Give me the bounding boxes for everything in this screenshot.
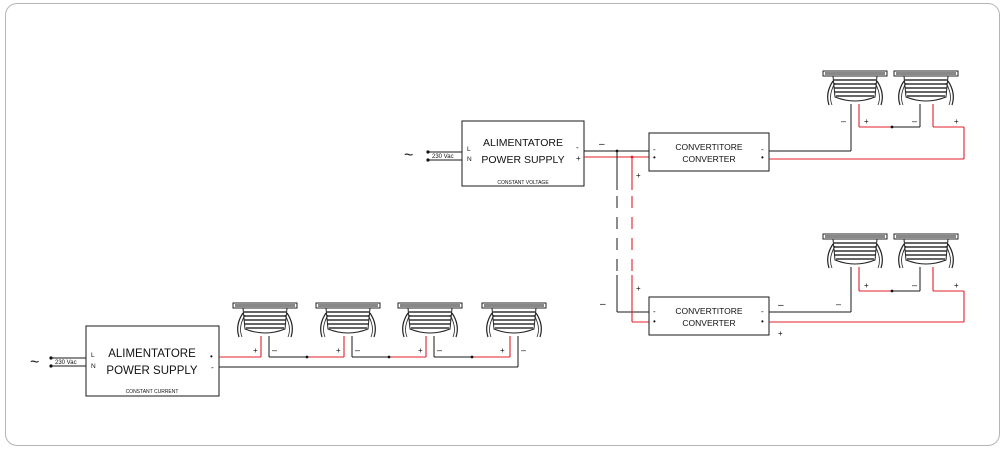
cv-subtitle: CONSTANT VOLTAGE — [497, 180, 549, 186]
cc-input-voltage: 230 Vac — [55, 360, 77, 366]
converter-1-in-minus: - — [653, 145, 656, 154]
converter-2-title-it: CONVERTITORE — [675, 306, 743, 316]
cc-title-it: ALIMENTATORE — [108, 348, 196, 360]
cc-title-en: POWER SUPPLY — [106, 365, 197, 377]
cc-l-terminal: L — [91, 352, 95, 359]
lamp-minus-label: – — [912, 280, 917, 290]
lamp-minus-label: – — [912, 116, 917, 126]
cv-minus-terminal: - — [576, 143, 579, 152]
lamp-minus-label: – — [521, 345, 526, 355]
lamp-icon — [822, 233, 888, 269]
ac-symbol-icon: ~ — [30, 354, 39, 371]
lamp-minus-label: – — [841, 116, 846, 126]
converter-1-in-plus: • — [653, 153, 656, 162]
converter-2-in-minus: - — [653, 307, 656, 316]
converter-2-title-en: CONVERTER — [682, 318, 735, 328]
converter-1: CONVERTITORE CONVERTER - • - • — [648, 132, 770, 172]
lamp-minus-label: – — [437, 345, 442, 355]
lamp-plus-label: + — [336, 346, 341, 355]
lamp-icon — [481, 302, 547, 338]
converter-1-title-en: CONVERTER — [682, 154, 735, 164]
diagram-frame — [5, 3, 1000, 446]
cv-plus-terminal: + — [576, 154, 581, 163]
lamp-icon — [822, 70, 888, 106]
cv-n-terminal: N — [467, 156, 472, 163]
cv-input-voltage: 230 Vac — [432, 154, 454, 160]
cv-mains-input: ~ 230 Vac — [404, 147, 462, 164]
lamp-plus-label: + — [253, 346, 258, 355]
cv-output-minus-label: – — [599, 139, 605, 150]
converter-2-in-plus: • — [653, 317, 656, 326]
ac-symbol-icon: ~ — [404, 147, 413, 164]
lamp-minus-label: – — [272, 345, 277, 355]
lamp-plus-label: + — [864, 281, 869, 290]
cv-output-plus-label: + — [636, 171, 641, 180]
lamp-minus-label: – — [836, 299, 841, 309]
converter-1-out-plus: • — [761, 153, 764, 162]
conv2-output-plus-label: + — [778, 329, 783, 338]
lamp-plus-label: + — [500, 346, 505, 355]
converter-2-out-plus: • — [761, 317, 764, 326]
lamp-plus-label: + — [864, 117, 869, 126]
conv2-output-minus-label: – — [778, 300, 784, 311]
cc-minus-terminal: - — [211, 363, 214, 372]
cv-power-supply: ALIMENTATORE POWER SUPPLY CONSTANT VOLTA… — [461, 120, 585, 187]
cc-plus-terminal: • — [210, 352, 213, 361]
lamp-plus-label: + — [954, 281, 959, 290]
converter-1-title-it: CONVERTITORE — [675, 142, 743, 152]
lamp-minus-label: – — [355, 345, 360, 355]
converter-2-out-minus: - — [761, 307, 764, 316]
converter-1-out-minus: - — [761, 145, 764, 154]
lamp-icon — [315, 302, 381, 338]
cv-title-en: POWER SUPPLY — [481, 154, 564, 166]
converter-2: CONVERTITORE CONVERTER - • - • — [648, 296, 770, 336]
lamp-plus-label: + — [954, 117, 959, 126]
conv2-input-plus-label: + — [636, 284, 641, 293]
lamp-icon — [893, 70, 959, 106]
cc-n-terminal: N — [91, 363, 96, 370]
lamp-icon — [893, 233, 959, 269]
cc-power-supply: ALIMENTATORE POWER SUPPLY CONSTANT CURRE… — [85, 325, 220, 397]
cc-subtitle: CONSTANT CURRENT — [126, 389, 179, 395]
conv2-input-minus-label: – — [600, 299, 606, 310]
cv-l-terminal: L — [467, 146, 471, 153]
lamp-plus-label: + — [418, 346, 423, 355]
lamp-icon — [397, 302, 463, 338]
cv-title-it: ALIMENTATORE — [483, 137, 563, 149]
lamp-icon — [232, 302, 298, 338]
cc-mains-input: ~ 230 Vac — [30, 354, 86, 371]
